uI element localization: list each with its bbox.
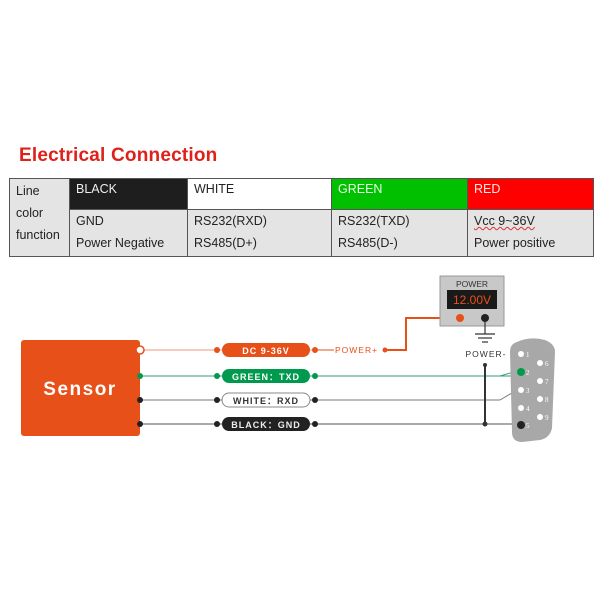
pin-7 bbox=[537, 378, 543, 384]
power-display bbox=[447, 290, 497, 309]
pin-4 bbox=[518, 405, 524, 411]
pin-label: 7 bbox=[545, 378, 549, 386]
wire-label-text: WHITE：RXD bbox=[233, 396, 299, 406]
ground-icon bbox=[475, 322, 495, 343]
pin-6 bbox=[537, 360, 543, 366]
power-plus-node bbox=[382, 347, 388, 353]
function-text: RS232(RXD) bbox=[194, 214, 267, 228]
wire-label-text: DC 9-36V bbox=[242, 346, 290, 356]
function-text: Vcc 9~36V bbox=[474, 214, 535, 228]
row-label-line: Line bbox=[16, 184, 40, 198]
function-text: Power Negative bbox=[76, 236, 165, 250]
function-cell-red: Vcc 9~36V Power positive bbox=[467, 209, 594, 257]
pin-label: 2 bbox=[526, 369, 530, 377]
pin-5 bbox=[517, 421, 525, 429]
pin-3 bbox=[518, 387, 524, 393]
color-cell-green: GREEN bbox=[331, 178, 468, 210]
color-cell-white: WHITE bbox=[187, 178, 332, 210]
function-text: RS232(TXD) bbox=[338, 214, 410, 228]
function-cell-green: RS232(TXD) RS485(D-) bbox=[331, 209, 468, 257]
wire-label-text: BLACK：GND bbox=[231, 420, 301, 430]
power-minus-label: POWER- bbox=[466, 349, 507, 359]
row-label-color: color bbox=[16, 206, 44, 220]
pin-8 bbox=[537, 396, 543, 402]
power-plus-wire bbox=[385, 317, 460, 351]
power-supply: POWER 12.00V bbox=[439, 275, 505, 327]
db9-connector: 1 2 3 4 5 6 7 8 9 bbox=[510, 338, 555, 442]
pin-label: 8 bbox=[545, 396, 549, 404]
function-text: RS485(D-) bbox=[338, 236, 398, 250]
pin-label: 5 bbox=[526, 422, 530, 430]
pin-2 bbox=[517, 368, 525, 376]
wire-label-white: WHITE：RXD bbox=[214, 392, 318, 408]
function-text: GND bbox=[76, 214, 104, 228]
sensor-block bbox=[21, 340, 140, 436]
row-label-function: function bbox=[16, 228, 60, 242]
pin-label: 3 bbox=[526, 387, 530, 395]
function-row: GND Power Negative RS232(RXD) RS485(D+) … bbox=[10, 209, 594, 257]
wire-label-green: GREEN：TXD bbox=[214, 369, 318, 383]
wire-label-black: BLACK：GND bbox=[214, 417, 318, 431]
wire-label-text: GREEN：TXD bbox=[232, 372, 300, 382]
wire-color-table: Line color function BLACK WHITE GREEN RE… bbox=[9, 178, 594, 257]
pin-label: 4 bbox=[526, 405, 530, 413]
power-supply-title: POWER bbox=[456, 279, 488, 289]
function-cell-black: GND Power Negative bbox=[69, 209, 188, 257]
power-plus-label: POWER+ bbox=[335, 345, 378, 355]
sensor-label: Sensor bbox=[43, 379, 116, 400]
wire-label-power: DC 9-36V bbox=[214, 343, 318, 357]
function-text: Power positive bbox=[474, 236, 556, 250]
sensor-terminals bbox=[135, 345, 145, 427]
power-minus-terminal bbox=[481, 314, 489, 322]
pin-label: 1 bbox=[526, 351, 530, 359]
color-row: Line color function BLACK WHITE GREEN RE… bbox=[9, 178, 594, 257]
pin-1 bbox=[518, 351, 524, 357]
function-text: RS485(D+) bbox=[194, 236, 257, 250]
pin-label: 6 bbox=[545, 360, 549, 368]
pin-label: 9 bbox=[545, 414, 549, 422]
pin-9 bbox=[537, 414, 543, 420]
section-title: Electrical Connection bbox=[19, 145, 218, 166]
function-cell-white: RS232(RXD) RS485(D+) bbox=[187, 209, 332, 257]
power-reading: 12.00V bbox=[453, 293, 491, 307]
power-plus-terminal bbox=[456, 314, 464, 322]
